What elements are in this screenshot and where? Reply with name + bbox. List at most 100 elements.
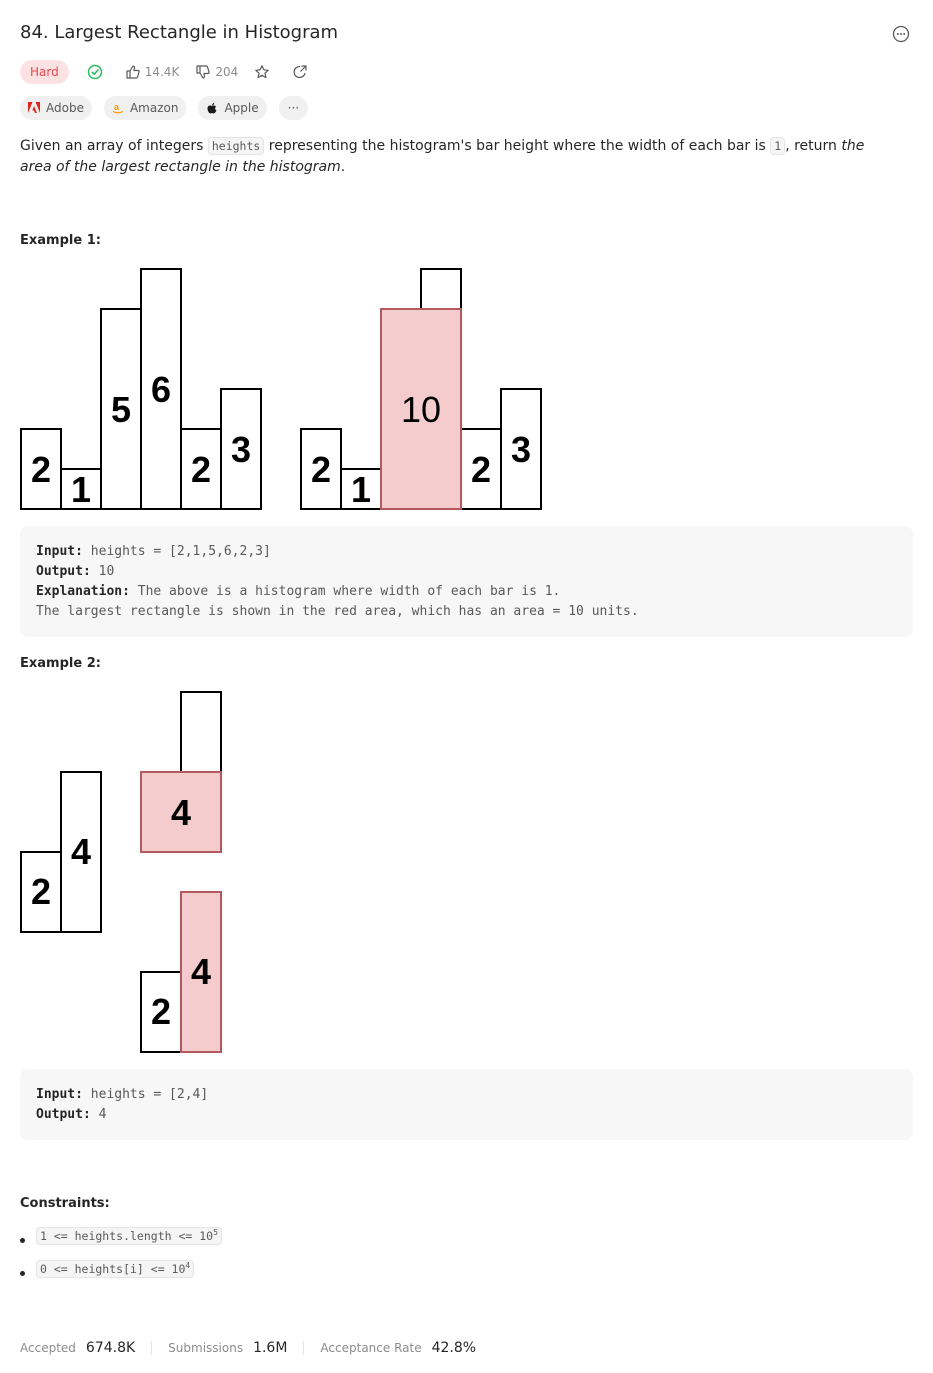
bar-value-label: 3	[231, 429, 251, 470]
largest-rectangle-highlight	[380, 308, 462, 510]
svg-text:a: a	[114, 102, 120, 112]
description-text: representing the histogram's bar height …	[264, 138, 771, 154]
thumbs-up-icon	[126, 65, 140, 79]
divider	[151, 1341, 153, 1355]
acceptance-rate-label: Acceptance Rate	[320, 1341, 422, 1355]
company-name: Apple	[224, 101, 259, 115]
star-icon[interactable]	[254, 64, 270, 80]
input-label: Input:	[36, 544, 83, 559]
company-tags: Adobe a Amazon Apple ···	[20, 96, 320, 120]
histogram-bar	[20, 428, 62, 510]
histogram-bar	[180, 428, 222, 510]
bar-value-label: 6	[151, 369, 171, 410]
histogram-bar	[500, 388, 542, 510]
histogram-bar	[20, 851, 62, 933]
output-value: 10	[90, 564, 115, 579]
constraints-list: 1 <= heights.length <= 105 0 <= heights[…	[20, 1226, 222, 1294]
explanation-value: The above is a histogram where width of …	[129, 584, 561, 599]
largest-rectangle-highlight	[180, 891, 222, 1053]
company-tag-amazon[interactable]: a Amazon	[103, 96, 187, 120]
input-label: Input:	[36, 1087, 83, 1102]
example-2-heading: Example 2:	[20, 656, 101, 671]
constraint-item: 1 <= heights.length <= 105	[20, 1226, 222, 1261]
input-value: heights = [2,4]	[82, 1087, 209, 1102]
example-1-io-block: Input: heights = [2,1,5,6,2,3] Output: 1…	[20, 526, 913, 637]
histogram-bar	[140, 971, 182, 1053]
constraints-heading: Constraints:	[20, 1196, 110, 1211]
bar-value-label: 4	[71, 831, 91, 872]
histogram-bar	[60, 468, 102, 510]
input-value: heights = [2,1,5,6,2,3]	[82, 544, 271, 559]
constraint-text: 1 <= heights.length <= 10	[40, 1228, 214, 1243]
divider	[303, 1341, 305, 1355]
bar-value-label: 2	[31, 871, 51, 912]
output-value: 4	[90, 1107, 107, 1122]
company-tag-adobe[interactable]: Adobe	[20, 96, 92, 120]
company-tag-apple[interactable]: Apple	[198, 96, 267, 120]
like-count: 14.4K	[144, 65, 180, 79]
constraint-item: 0 <= heights[i] <= 104	[20, 1259, 222, 1294]
company-name: Adobe	[46, 101, 84, 115]
apple-logo-icon	[206, 102, 218, 114]
histogram-bar	[140, 268, 182, 510]
area-value-label: 4	[191, 951, 211, 992]
dislike-count: 204	[215, 65, 239, 79]
bar-value-label: 1	[71, 469, 91, 510]
bar-value-label: 2	[191, 449, 211, 490]
submissions-value: 1.6M	[253, 1340, 288, 1356]
more-tags-button[interactable]: ···	[278, 96, 309, 120]
description-text: .	[340, 159, 346, 175]
submissions-label: Submissions	[168, 1341, 244, 1355]
accepted-label: Accepted	[20, 1341, 76, 1355]
constraint-code: 1 <= heights.length <= 105	[36, 1226, 222, 1245]
amazon-logo-icon: a	[112, 102, 124, 114]
bar-value-label: 2	[471, 449, 491, 490]
constraint-text: 0 <= heights[i] <= 10	[40, 1261, 186, 1276]
area-value-label: 4	[171, 792, 191, 833]
bar-value-label: 5	[111, 389, 131, 430]
area-value-label: 10	[401, 389, 441, 430]
accepted-value: 674.8K	[85, 1340, 136, 1356]
example-1-heading: Example 1:	[20, 233, 101, 248]
histogram-bar	[300, 428, 342, 510]
histogram-bar	[100, 308, 142, 510]
output-label: Output:	[36, 564, 91, 579]
explanation-line-2: The largest rectangle is shown in the re…	[36, 604, 639, 619]
share-icon[interactable]	[292, 64, 308, 80]
solved-check-icon	[87, 64, 103, 80]
stats-footer: Accepted 674.8K Submissions 1.6M Accepta…	[20, 1340, 476, 1356]
thumbs-down-icon	[196, 65, 210, 79]
inline-code-heights: heights	[207, 137, 265, 155]
constraint-code: 0 <= heights[i] <= 104	[36, 1259, 195, 1278]
bar-value-label: 2	[151, 991, 171, 1032]
constraint-exponent: 5	[213, 1228, 218, 1237]
histogram-bar	[220, 388, 262, 510]
example-2-io-block: Input: heights = [2,4] Output: 4	[20, 1069, 913, 1140]
like-button[interactable]: 14.4K	[125, 64, 180, 80]
output-label: Output:	[36, 1107, 91, 1122]
dislike-button[interactable]: 204	[195, 64, 238, 80]
adobe-logo-icon	[28, 102, 40, 114]
description-emphasis: the area of the largest rectangle in the…	[20, 138, 865, 175]
problem-title: 84. Largest Rectangle in Histogram	[20, 22, 339, 43]
problem-description: Given an array of integers heights repre…	[20, 136, 900, 178]
description-text: Given an array of integers	[20, 138, 208, 154]
company-name: Amazon	[129, 101, 179, 115]
acceptance-rate-value: 42.8%	[431, 1340, 477, 1356]
histogram-bar	[420, 268, 462, 510]
bar-value-label: 2	[31, 449, 51, 490]
more-options-icon[interactable]	[892, 25, 910, 43]
histogram-bar	[60, 771, 102, 933]
histogram-bar	[180, 691, 222, 773]
explanation-label: Explanation:	[36, 584, 130, 599]
histogram-bar	[340, 468, 382, 510]
bar-value-label: 2	[311, 449, 331, 490]
histogram-bar	[380, 308, 422, 510]
problem-meta-bar: Hard 14.4K 204	[20, 60, 308, 84]
bar-value-label: 3	[511, 429, 531, 470]
inline-code-one: 1	[770, 137, 786, 155]
difficulty-badge: Hard	[20, 60, 69, 84]
histogram-bar	[460, 428, 502, 510]
